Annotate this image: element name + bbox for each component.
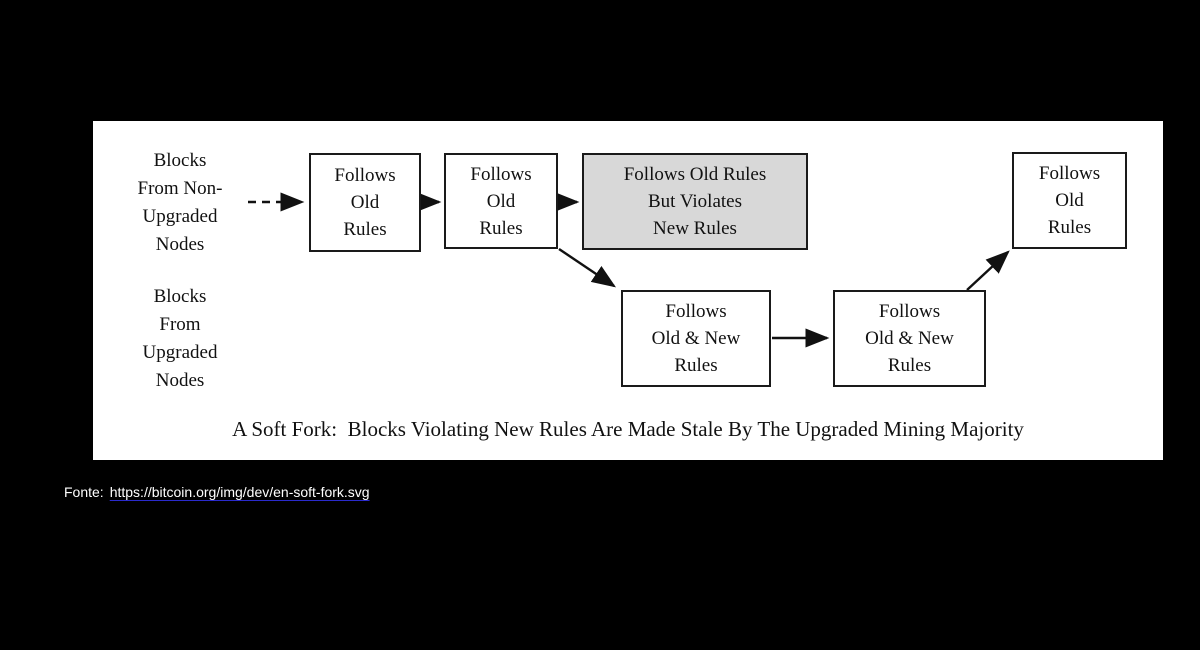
block-follows-old-and-new-rules-1: Follows Old & New Rules <box>621 290 771 387</box>
source-line: Fonte: https://bitcoin.org/img/dev/en-sof… <box>64 484 370 500</box>
soft-fork-diagram-panel: Blocks From Non- Upgraded Nodes Blocks F… <box>93 121 1163 460</box>
block-follows-old-rules-2: Follows Old Rules <box>444 153 558 249</box>
block-follows-old-rules-1: Follows Old Rules <box>309 153 421 252</box>
block-follows-old-and-new-rules-2: Follows Old & New Rules <box>833 290 986 387</box>
source-label: Fonte: <box>64 484 104 500</box>
diagonal-arrow-fork-down <box>558 248 616 288</box>
diagram-caption: A Soft Fork: Blocks Violating New Rules … <box>232 417 1024 441</box>
block-follows-old-rules-3: Follows Old Rules <box>1012 152 1127 249</box>
block-violates-new-rules: Follows Old Rules But Violates New Rules <box>582 153 808 250</box>
diagonal-arrow-rejoin-up <box>966 250 1010 291</box>
label-blocks-from-upgraded-nodes: Blocks From Upgraded Nodes <box>142 286 218 391</box>
source-link[interactable]: https://bitcoin.org/img/dev/en-soft-fork… <box>109 484 370 500</box>
label-blocks-from-non-upgraded-nodes: Blocks From Non- Upgraded Nodes <box>137 150 223 255</box>
